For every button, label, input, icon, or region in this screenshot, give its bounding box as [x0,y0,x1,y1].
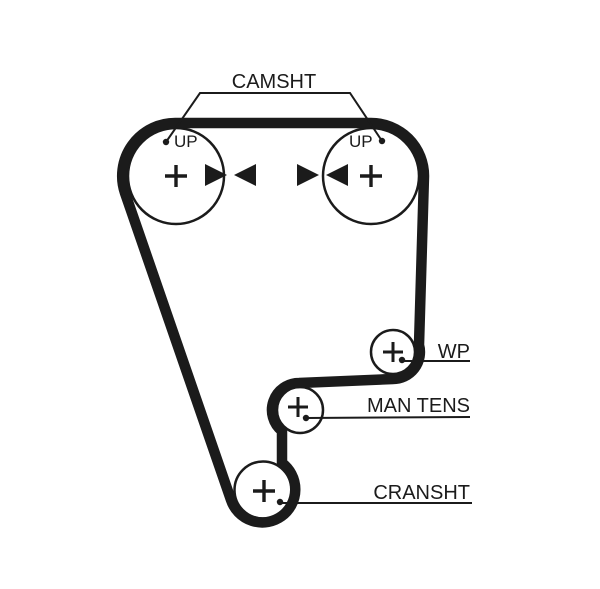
leader-dot [276,498,284,506]
leader-dot [302,414,310,422]
camshaft-bracket-label: CAMSHT [232,71,316,93]
leader-dot [378,137,386,145]
water-pump-label: WP [438,341,470,363]
arrow-left-icon [326,164,348,186]
callout-lines [165,92,472,504]
leader-dot [162,138,170,146]
arrow-left-icon [234,164,256,186]
center-marks [165,165,403,502]
tensioner-leader [305,416,471,419]
labels: CAMSHT UP UP WP MAN TENS CRANSHT [174,71,470,504]
timing-belt [116,117,430,528]
camshaft-left-up-label: UP [174,132,198,151]
leader-dot [398,356,406,364]
arrow-right-icon [205,164,227,186]
timing-arrows [205,164,348,186]
callout-dots [162,137,406,506]
manual-tensioner-label: MAN TENS [367,395,470,417]
camshaft-right-up-label: UP [349,132,373,151]
center-cross-icon-camshaft-right [360,165,382,187]
arrow-right-icon [297,164,319,186]
center-cross-icon-camshaft-left [165,165,187,187]
center-cross-icon-crankshaft [253,480,275,502]
center-cross-icon-water-pump [383,342,403,362]
crankshaft-label: CRANSHT [373,482,470,504]
center-cross-icon-tensioner [288,397,308,417]
camshaft-bracket [165,92,383,143]
